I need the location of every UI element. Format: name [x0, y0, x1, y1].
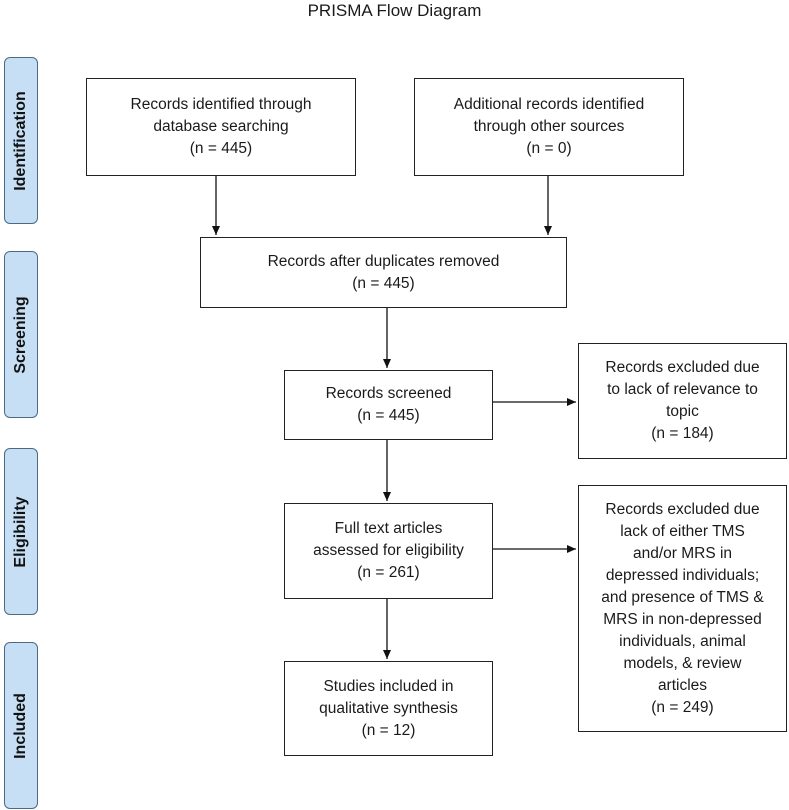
box-text-line: Records after duplicates removed [267, 252, 500, 270]
box-text-line: models, & review [623, 654, 742, 672]
box-text-line: qualitative synthesis [319, 699, 458, 717]
box-text-line: and presence of TMS & [601, 588, 764, 606]
box-text-line: Records identified through [130, 96, 312, 113]
box-text-line: topic [666, 403, 699, 420]
after-duplicates-box: Records after duplicates removed (n = 445… [200, 237, 567, 308]
screened-box: Records screened (n = 445) [284, 370, 493, 440]
box-text-line: Records excluded due [605, 500, 760, 518]
box-text-line: (n = 12) [361, 721, 416, 739]
box-text-line: (n = 0) [526, 140, 572, 157]
phase-identification: Identification [4, 57, 38, 224]
box-text-line: assessed for eligibility [313, 542, 464, 559]
phase-included: Included [4, 642, 38, 809]
box-text-line: depressed individuals; [605, 566, 760, 584]
box-text-line: (n = 249) [651, 698, 714, 716]
box-text-line: Additional records identified [453, 96, 645, 113]
box-text-line: to lack of relevance to [607, 381, 758, 398]
excluded-eligibility-box: Records excluded due lack of either TMS an… [578, 485, 787, 732]
box-text-line: Studies included in [323, 677, 454, 695]
diagram-title: PRISMA Flow Diagram [307, 1, 482, 20]
box-text-line: (n = 445) [189, 140, 253, 157]
box-text-line: (n = 261) [357, 564, 420, 581]
full-text-box: Full text articles assessed for eligibili… [284, 503, 493, 599]
box-text-line: articles [657, 676, 708, 694]
box-text-line: database searching [153, 118, 289, 135]
box-text-line: Records excluded due [605, 359, 760, 376]
box-text-line: and/or MRS in [632, 544, 733, 562]
excluded-relevance-box: Records excluded due to lack of relevance… [578, 343, 787, 459]
box-text-line: individuals, animal [619, 632, 746, 650]
phase-eligibility: Eligibility [4, 448, 38, 615]
box-text-line: through other sources [473, 118, 625, 135]
box-text-line: Full text articles [334, 520, 443, 537]
database-records-box: Records identified through database searc… [86, 78, 356, 176]
box-text-line: (n = 184) [651, 425, 714, 442]
phase-screening: Screening [4, 251, 38, 418]
box-text-line: (n = 445) [352, 274, 415, 292]
box-text-line: Records screened [325, 385, 452, 402]
other-records-box: Additional records identified through oth… [414, 78, 684, 176]
box-text-line: MRS in non-depressed [603, 610, 762, 628]
included-studies-box: Studies included in qualitative synthesis… [284, 661, 493, 756]
box-text-line: (n = 445) [357, 407, 420, 424]
box-text-line: lack of either TMS [620, 522, 745, 540]
